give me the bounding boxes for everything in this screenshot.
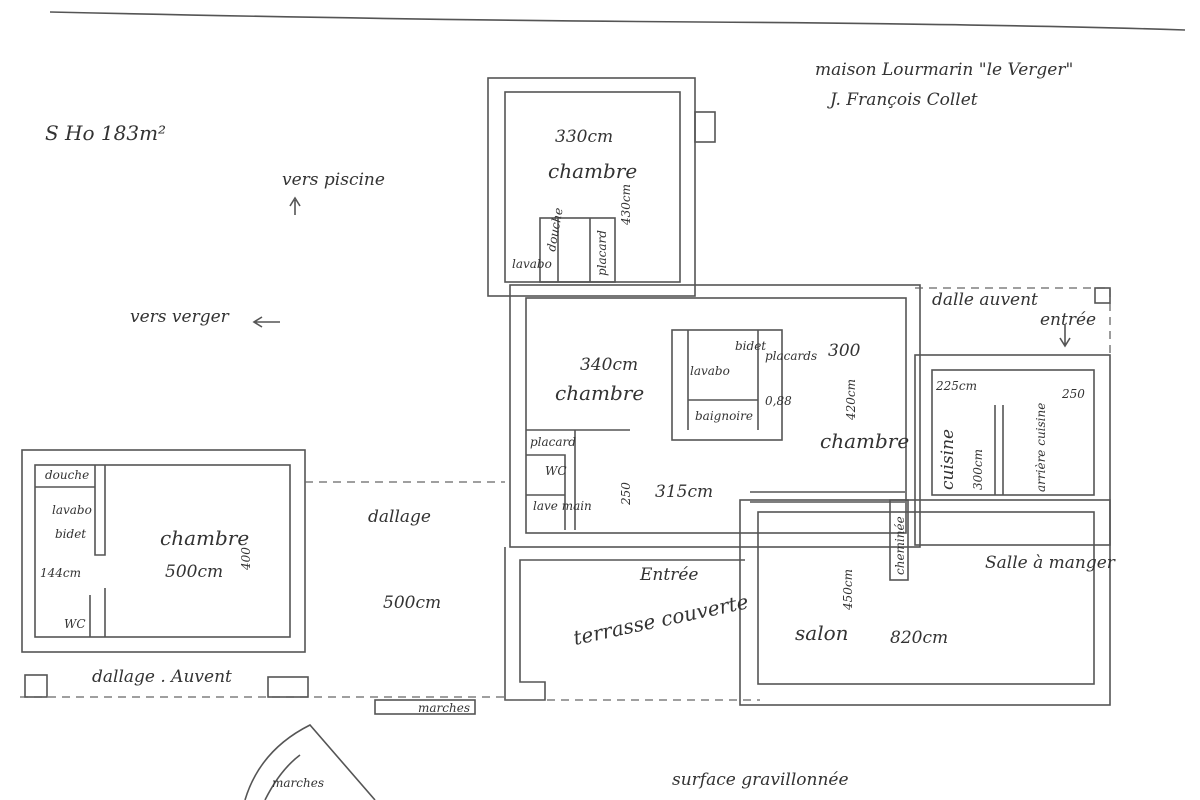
plan-title: maison Lourmarin "le Verger" [815,60,1073,80]
bath-value: 0,88 [765,394,792,408]
bath-lavabo: lavabo [690,364,730,378]
label-entree: entrée [1040,310,1096,330]
middle-block-walls [509,284,921,548]
bath-placards: placards [765,349,817,363]
label-vers-verger: vers verger [130,307,230,327]
corridor-depth: 250 [619,482,633,506]
steps-arc [244,724,376,800]
left-bidet: bidet [55,527,86,541]
dallage-width: 500cm [383,593,441,613]
label-marches-arc: marches [272,776,324,790]
label-entree-terrace: Entrée [639,565,698,585]
right-bedroom-depth: 420cm [844,379,858,421]
middle-bedroom-name: chambre [555,381,644,405]
label-dallage-auvent: dallage . Auvent [92,667,232,687]
top-bedroom-name: chambre [548,159,637,183]
left-bedroom-name: chambre [160,526,249,550]
kitchen-walls [914,287,1111,546]
arrow-left-icon [252,316,280,328]
kitchen-name: cuisine [938,429,958,490]
salon-name: salon [795,621,849,645]
right-bedroom-name: chambre [820,429,909,453]
kitchen-depth: 300cm [971,449,985,490]
right-bedroom-width: 300 [828,341,861,361]
left-bedroom-width: 500cm [165,562,223,582]
top-bedroom-walls [487,77,716,297]
page-edge-line [49,11,1186,31]
corridor-width: 315cm [655,482,713,502]
plan-author: J. François Collet [827,90,978,110]
label-vers-piscine: vers piscine [282,170,385,190]
label-cheminee: cheminée [893,516,907,575]
kitchen-width: 225cm [935,379,977,393]
surface-area: S Ho 183m² [45,121,166,145]
middle-lave-main: lave main [533,499,592,513]
arrow-up-icon [289,196,301,215]
label-surface-gravillonnee: surface gravillonnée [672,770,849,790]
salon-depth: 450cm [841,569,855,611]
label-dallage: dallage [368,507,431,527]
top-placard: placard [595,230,609,276]
salon-walls [739,499,1111,706]
left-lavabo: lavabo [52,503,92,517]
label-dalle-auvent: dalle auvent [932,290,1038,310]
label-marches: marches [418,701,470,715]
arrow-down-icon [1059,325,1071,348]
bath-baignoire: baignoire [695,409,753,423]
top-lavabo: lavabo [512,257,552,271]
terrace-walls [504,547,760,701]
left-bath-width: 144cm [40,566,81,580]
back-kitchen-name: arrière cuisine [1034,403,1048,492]
middle-bedroom-width: 340cm [580,355,638,375]
middle-placard: placard [530,435,576,449]
left-douche: douche [45,468,89,482]
left-bedroom-walls [20,449,505,715]
label-salle-a-manger: Salle à manger [985,553,1116,573]
back-kitchen-width: 250 [1061,387,1085,401]
left-wc: WC [64,617,86,631]
top-douche: douche [544,207,565,253]
top-bedroom-depth: 430cm [619,184,633,226]
bath-bidet: bidet [735,339,766,353]
left-bedroom-depth: 400 [239,547,253,571]
label-terrasse: terrasse couverte [571,589,750,650]
top-bedroom-width: 330cm [555,127,613,147]
middle-wc: WC [545,464,567,478]
salon-width: 820cm [890,628,948,648]
